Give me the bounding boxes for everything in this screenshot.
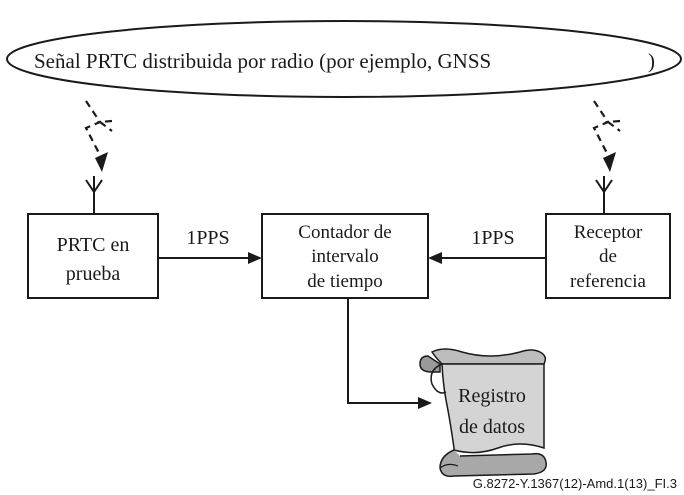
receiver-box-line1: Receptor bbox=[574, 222, 643, 243]
counter-box-line1: Contador de bbox=[298, 222, 391, 243]
data-log-scroll-icon bbox=[419, 348, 547, 478]
reference-receiver-box: Receptor de referencia bbox=[545, 213, 671, 299]
data-log-arrow bbox=[347, 298, 432, 409]
right-1pps-arrow bbox=[428, 252, 546, 264]
prtc-box-line1: PRTC en bbox=[57, 234, 130, 256]
receiver-antenna-icon bbox=[595, 176, 613, 214]
receiver-box-line2: de bbox=[599, 246, 617, 267]
left-1pps-label: 1PPS bbox=[186, 227, 229, 249]
data-log-line1: Registro bbox=[458, 385, 526, 407]
data-log-line2: de datos bbox=[459, 416, 525, 438]
right-radio-link-icon bbox=[592, 100, 621, 172]
gnss-signal-label: Señal PRTC distribuida por radio (por ej… bbox=[34, 49, 491, 73]
receiver-box-line3: referencia bbox=[570, 271, 646, 292]
prtc-antenna-icon bbox=[85, 176, 103, 214]
gnss-signal-ellipse bbox=[6, 20, 682, 98]
left-1pps-arrow bbox=[158, 252, 262, 264]
gnss-signal-close-paren: ) bbox=[648, 49, 655, 73]
prtc-box-line2: prueba bbox=[66, 263, 121, 285]
time-interval-counter-box: Contador de intervalo de tiempo bbox=[261, 213, 429, 299]
counter-box-line3: de tiempo bbox=[307, 271, 382, 292]
right-1pps-label: 1PPS bbox=[471, 227, 514, 249]
left-radio-link-icon bbox=[84, 100, 113, 172]
counter-box-line2: intervalo bbox=[311, 246, 379, 267]
figure-code: G.8272-Y.1367(12)-Amd.1(13)_FI.3 bbox=[473, 476, 677, 491]
prtc-under-test-box: PRTC en prueba bbox=[27, 213, 159, 299]
